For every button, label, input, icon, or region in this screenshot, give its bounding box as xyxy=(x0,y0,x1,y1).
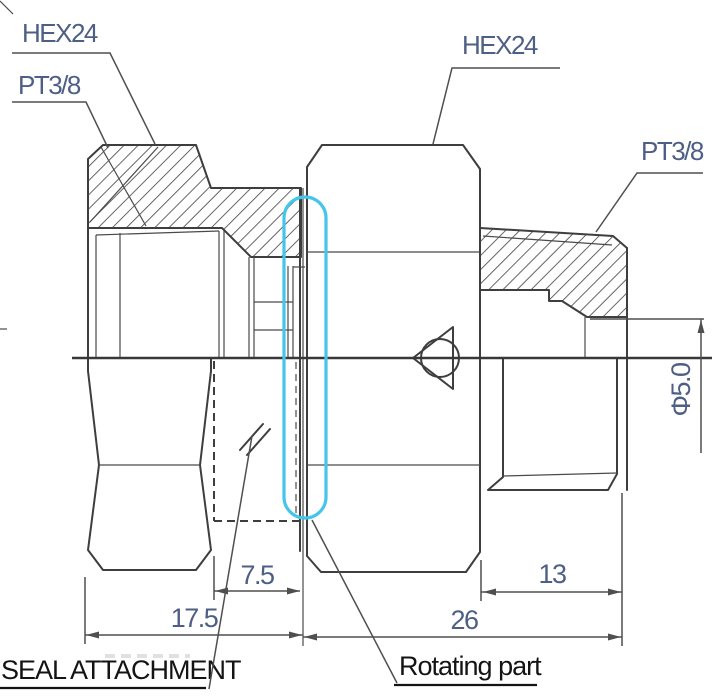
seal-attachment-text: SEAL ATTACHMENT xyxy=(1,655,241,685)
callout-hex24-left: HEX24 xyxy=(12,18,156,145)
hex24-center-text: HEX24 xyxy=(462,30,538,60)
seal-mark xyxy=(239,423,271,456)
dim-26-text: 26 xyxy=(450,605,478,635)
stub-chamfer-line xyxy=(502,472,618,477)
ferrule-lines xyxy=(254,266,305,331)
right-fitting-section-hatch xyxy=(479,227,628,318)
bore-step xyxy=(248,257,255,358)
left-fitting-section-hatch xyxy=(87,144,302,258)
left-fitting xyxy=(87,144,305,646)
bore-step xyxy=(218,231,225,358)
dim-bore-text: Φ5.0 xyxy=(666,363,696,417)
callout-hex24-center: HEX24 xyxy=(432,30,560,145)
dimension-bore-diameter: Φ5.0 xyxy=(590,318,705,453)
ferrule-wall xyxy=(287,266,294,358)
hex-chamfer-line xyxy=(89,146,159,223)
callout-pt38-left: PT3/8 xyxy=(12,70,109,149)
seal-leader-line xyxy=(208,435,253,690)
dim-17-5-text: 17.5 xyxy=(171,603,218,633)
label-rotating-part: Rotating part xyxy=(311,519,543,687)
crop-mark xyxy=(0,0,14,15)
dimension-right-length: 26 xyxy=(303,605,622,641)
callout-pt38-right: PT3/8 xyxy=(595,136,705,233)
seal-dashed-outline xyxy=(213,361,303,522)
seal-attachment-zone xyxy=(213,361,303,522)
dimension-left-length: 17.5 xyxy=(84,577,303,644)
hex-chamfer-line xyxy=(100,146,147,227)
rotating-leader-line xyxy=(311,519,398,684)
pt38-left-text: PT3/8 xyxy=(18,70,81,100)
rotating-part-text: Rotating part xyxy=(399,651,542,681)
label-seal-attachment: SEAL ATTACHMENT xyxy=(0,435,253,690)
dimension-seal-width: 7.5 xyxy=(213,556,300,600)
dimension-thread-length: 13 xyxy=(480,493,623,646)
right-fitting xyxy=(479,227,628,491)
rotating-part-highlight xyxy=(282,195,328,520)
bore-cone-line xyxy=(95,230,220,236)
dim-7-5-text: 7.5 xyxy=(240,560,274,590)
hex24-left-text: HEX24 xyxy=(22,18,98,48)
hex-flat-edges xyxy=(307,251,480,466)
dim-13-text: 13 xyxy=(538,559,566,589)
thread-root-line xyxy=(482,235,613,246)
pt38-right-text: PT3/8 xyxy=(641,136,704,166)
thread-stub-outline xyxy=(487,357,618,491)
left-hex-silhouette xyxy=(87,357,212,571)
